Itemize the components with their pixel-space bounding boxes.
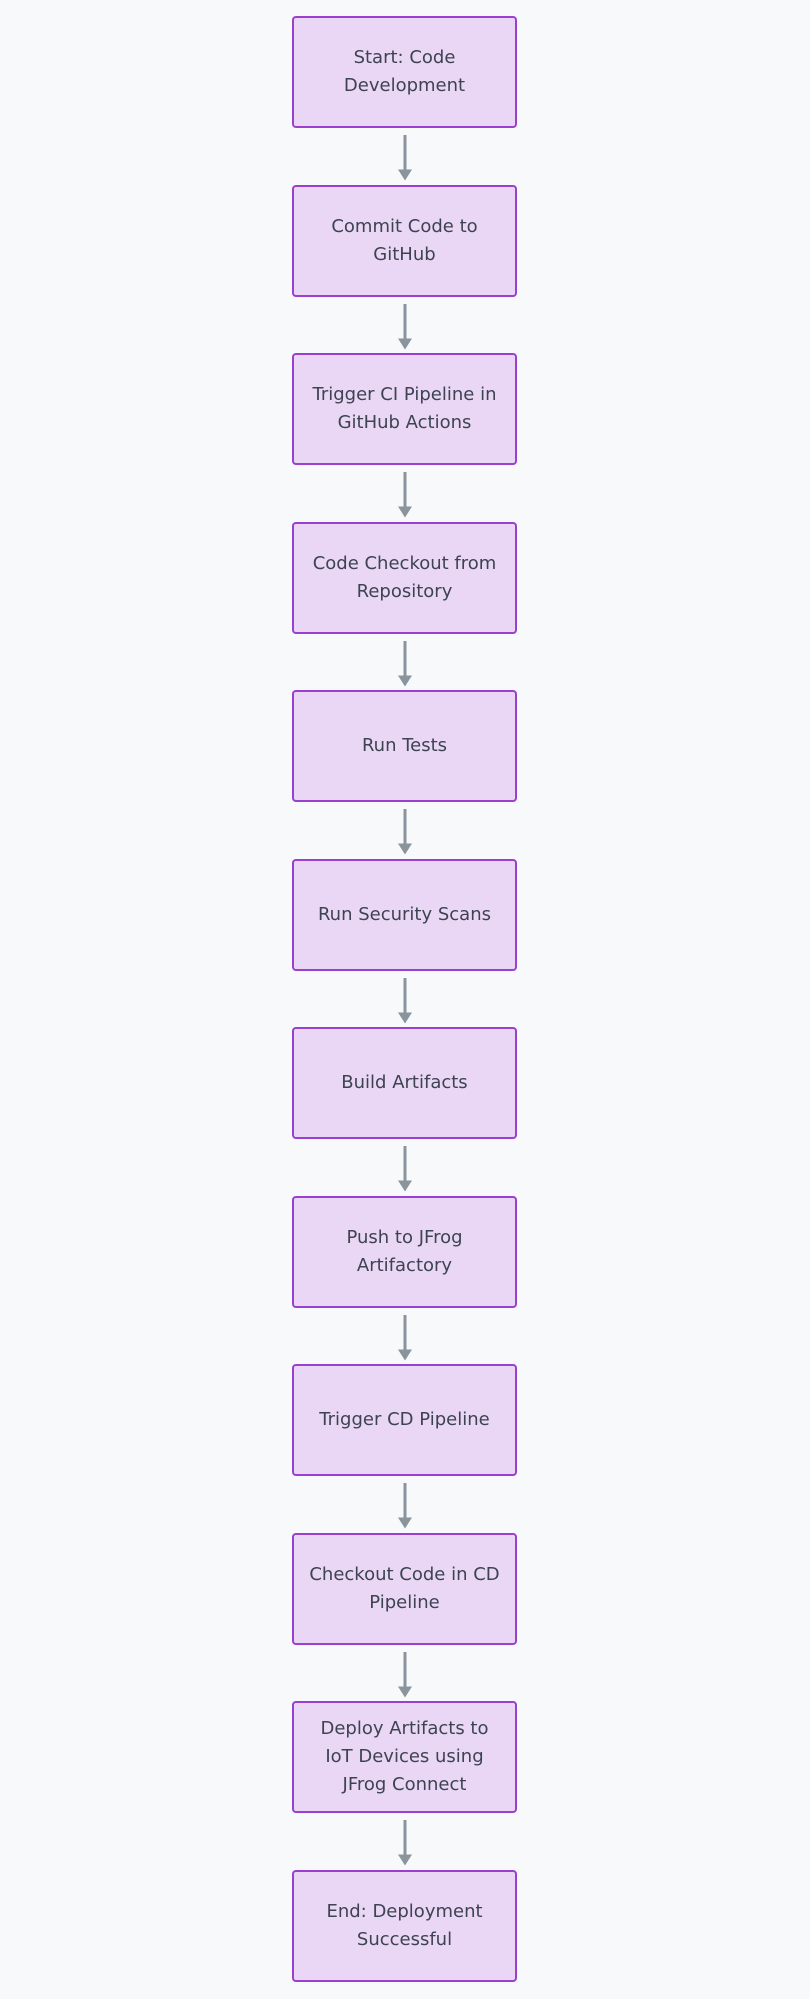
flow-arrow-security-to-build	[393, 977, 417, 1023]
flow-node-label: Run Security Scans	[317, 903, 491, 925]
arrow-head	[397, 169, 412, 181]
flow-node-label: Checkout Code in CD Pipeline	[309, 1563, 500, 1613]
flow-node-security: Run Security Scans	[292, 858, 517, 971]
flow-node-deploy: Deploy Artifacts to IoT Devices using JF…	[292, 1701, 517, 1813]
arrow-down-icon	[397, 303, 412, 349]
arrow-head	[397, 506, 412, 518]
arrow-head	[397, 675, 412, 686]
flow-node-label: Start: Code Development	[343, 47, 466, 96]
arrow-head	[397, 338, 412, 349]
arrow-down-icon	[397, 1314, 412, 1360]
arrow-head	[397, 843, 412, 855]
arrow-down-icon	[397, 640, 412, 686]
flow-arrow-checkout-to-tests	[393, 640, 417, 686]
flow-arrow-start-to-commit	[393, 135, 417, 181]
flow-arrow-trigger-ci-to-checkout	[393, 472, 417, 518]
flow-node-checkout-cd: Checkout Code in CD Pipeline	[292, 1532, 517, 1645]
flow-node-label: Push to JFrog Artifactory	[346, 1226, 463, 1276]
flow-node-label: Trigger CI Pipeline in GitHub Actions	[312, 384, 497, 433]
arrow-head	[397, 1517, 412, 1529]
flow-node-trigger-ci: Trigger CI Pipeline in GitHub Actions	[292, 353, 517, 465]
arrow-head	[397, 1854, 412, 1866]
flow-node-label: Commit Code to GitHub	[331, 215, 478, 265]
arrow-head	[397, 1349, 412, 1360]
arrow-down-icon	[397, 1651, 412, 1697]
flow-node-tests: Run Tests	[292, 690, 517, 802]
arrow-head	[397, 1012, 412, 1023]
flow-arrow-commit-to-trigger-ci	[393, 303, 417, 349]
flow-node-push: Push to JFrog Artifactory	[292, 1195, 517, 1308]
arrow-down-icon	[397, 1146, 412, 1192]
flow-node-label: Build Artifacts	[341, 1072, 468, 1094]
flow-arrow-build-to-push	[393, 1146, 417, 1192]
arrow-down-icon	[397, 1820, 412, 1866]
flow-arrow-push-to-trigger-cd	[393, 1314, 417, 1360]
flow-node-commit: Commit Code to GitHub	[292, 184, 517, 297]
flow-node-build: Build Artifacts	[292, 1027, 517, 1139]
flow-arrow-trigger-cd-to-checkout-cd	[393, 1483, 417, 1529]
flow-arrow-deploy-to-end	[393, 1820, 417, 1866]
flow-node-label: Run Tests	[361, 735, 448, 757]
flow-node-label: Deploy Artifacts to IoT Devices using JF…	[320, 1718, 489, 1795]
flow-node-checkout: Code Checkout from Repository	[292, 521, 517, 634]
flow-node-label: Trigger CD Pipeline	[319, 1409, 490, 1431]
flow-arrow-checkout-cd-to-deploy	[393, 1651, 417, 1697]
arrow-head	[397, 1686, 412, 1697]
arrow-down-icon	[397, 809, 412, 855]
arrow-down-icon	[397, 977, 412, 1023]
flow-node-label: Code Checkout from Repository	[312, 552, 497, 602]
flow-node-label: End: Deployment Successful	[326, 1900, 483, 1950]
arrow-down-icon	[397, 1483, 412, 1529]
flow-node-start: Start: Code Development	[292, 16, 517, 128]
flow-node-trigger-cd: Trigger CD Pipeline	[292, 1364, 517, 1476]
arrow-head	[397, 1180, 412, 1192]
arrow-down-icon	[397, 472, 412, 518]
flow-node-end: End: Deployment Successful	[292, 1869, 517, 1982]
flow-arrow-tests-to-security	[393, 809, 417, 855]
arrow-down-icon	[397, 135, 412, 181]
